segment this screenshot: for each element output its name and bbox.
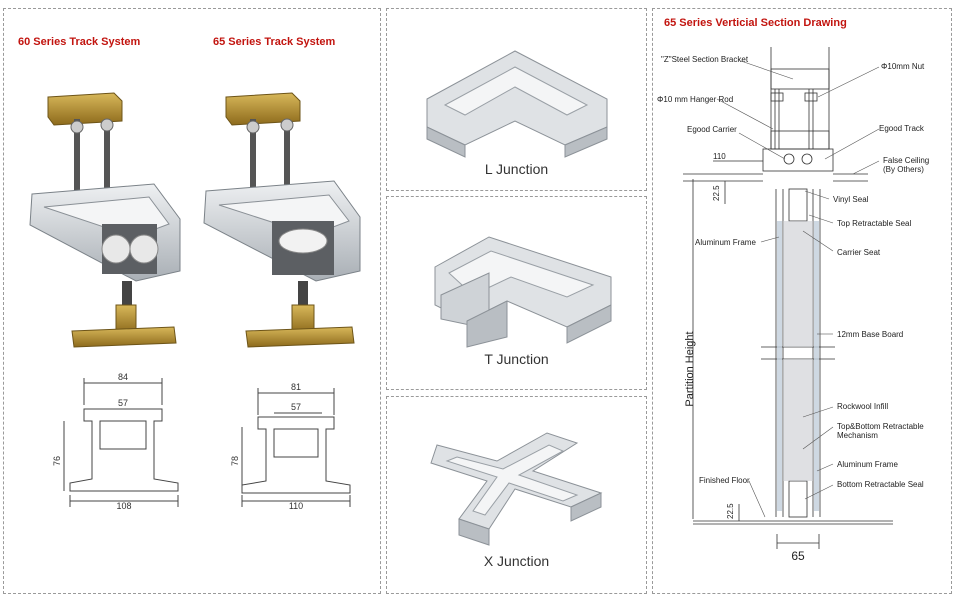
label-aluminum-frame-left: Aluminum Frame: [695, 238, 756, 247]
profile-65-section: [241, 388, 351, 507]
track-60-assembly: [29, 92, 181, 348]
label-top-seal: Top Retractable Seal: [837, 219, 911, 228]
label-rockwool: Rockwool Infill: [837, 402, 888, 411]
l-junction-illustration: [426, 50, 608, 158]
track-illustrations: 84 57 76 108 81 57 78 110: [29, 92, 361, 511]
l-junction-panel: L Junction: [386, 8, 647, 191]
dim-65-top: 81: [291, 382, 301, 392]
label-egood-carrier: Egood Carrier: [687, 125, 737, 134]
label-mechanism-2: Mechanism: [837, 431, 878, 440]
dim-60-top: 84: [118, 372, 128, 382]
label-false-ceiling-2: (By Others): [883, 165, 924, 174]
section-drawing-panel: 65 Series Verticial Section Drawing: [652, 8, 952, 594]
label-aluminum-frame-right: Aluminum Frame: [837, 460, 898, 469]
label-mechanism-1: Top&Bottom Retractable: [837, 422, 924, 431]
t-junction-label: T Junction: [484, 351, 549, 367]
dim-65: 65: [791, 549, 805, 563]
section-drawing: "Z"Steel Section Bracket Φ10mm Nut Φ10 m…: [657, 47, 929, 563]
x-junction-label: X Junction: [483, 553, 550, 569]
dim-60-inner: 57: [118, 398, 128, 408]
t-junction-illustration: [434, 236, 612, 348]
section-title: 65 Series Verticial Section Drawing: [664, 17, 847, 29]
dim-22-5-top: 22.5: [712, 185, 721, 201]
label-partition-height: Partition Height: [684, 331, 696, 406]
label-base-board: 12mm Base Board: [837, 330, 903, 339]
dim-22-5-bottom: 22.5: [726, 503, 735, 519]
dim-65-inner: 57: [291, 402, 301, 412]
label-bottom-seal: Bottom Retractable Seal: [837, 480, 924, 489]
label-hanger-rod: Φ10 mm Hanger Rod: [657, 95, 733, 104]
label-finished-floor: Finished Floor: [699, 476, 750, 485]
x-junction-illustration: [430, 432, 603, 546]
track-systems-panel: 60 Series Track System 65 Series Track S…: [3, 8, 381, 594]
profile-60-section: [63, 378, 179, 507]
label-z-bracket: "Z"Steel Section Bracket: [661, 55, 749, 64]
title-60-series: 60 Series Track System: [18, 36, 141, 48]
label-vinyl-seal: Vinyl Seal: [833, 195, 869, 204]
label-false-ceiling-1: False Ceiling: [883, 156, 929, 165]
x-junction-panel: X Junction: [386, 396, 647, 594]
label-nut: Φ10mm Nut: [881, 62, 925, 71]
label-egood-track: Egood Track: [879, 124, 925, 133]
label-carrier-seat: Carrier Seat: [837, 248, 881, 257]
dim-110: 110: [713, 152, 726, 161]
dim-60-bottom: 108: [116, 501, 131, 511]
l-junction-label: L Junction: [484, 161, 549, 177]
title-65-series: 65 Series Track System: [213, 36, 336, 48]
dim-65-bottom: 110: [289, 501, 303, 511]
dim-60-height: 76: [52, 456, 62, 466]
dim-65-height: 78: [230, 456, 240, 466]
t-junction-panel: T Junction: [386, 196, 647, 390]
track-65-assembly: [203, 92, 361, 348]
